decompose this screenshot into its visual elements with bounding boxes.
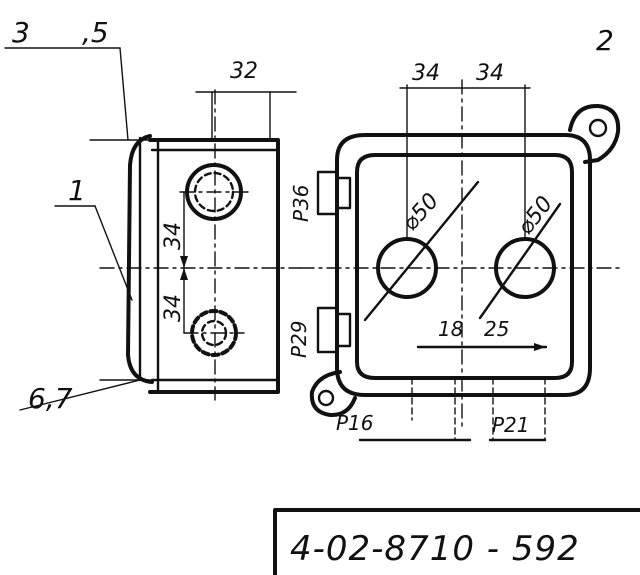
callout-1: 1: [68, 174, 86, 207]
mounting-ear-top: [568, 103, 621, 164]
dim-p36: P36: [289, 184, 313, 222]
dim-p21: P21: [492, 413, 530, 437]
dim-34-right: 34: [476, 61, 504, 86]
dim-34-side-bottom: 34: [161, 294, 186, 322]
callout-5: ,5: [82, 16, 109, 49]
front-view: [299, 79, 621, 442]
front-inner-frame: [355, 153, 574, 380]
dim-34-left: 34: [412, 61, 440, 86]
dim-p16: P16: [336, 411, 374, 435]
dim-18: 18: [438, 317, 463, 341]
dim-diameter-right: ⌀50: [513, 192, 558, 240]
dim-32: 32: [230, 59, 258, 84]
dim-25: 25: [484, 317, 509, 341]
drawing-number: 4-02-8710 - 592: [290, 529, 580, 569]
side-view: [4, 47, 301, 411]
mounting-ear-bottom: [309, 370, 357, 418]
side-view-body: [148, 138, 280, 394]
callout-2: 2: [596, 24, 614, 57]
title-block-frame: [273, 508, 640, 575]
dim-34-side-top: 34: [161, 222, 186, 250]
callout-6-7: 6,7: [28, 382, 73, 415]
dim-diameter-left: ⌀50: [398, 189, 444, 236]
callout-3: 3: [12, 16, 30, 49]
dim-p29: P29: [287, 320, 311, 358]
front-outer-frame: [335, 133, 592, 397]
